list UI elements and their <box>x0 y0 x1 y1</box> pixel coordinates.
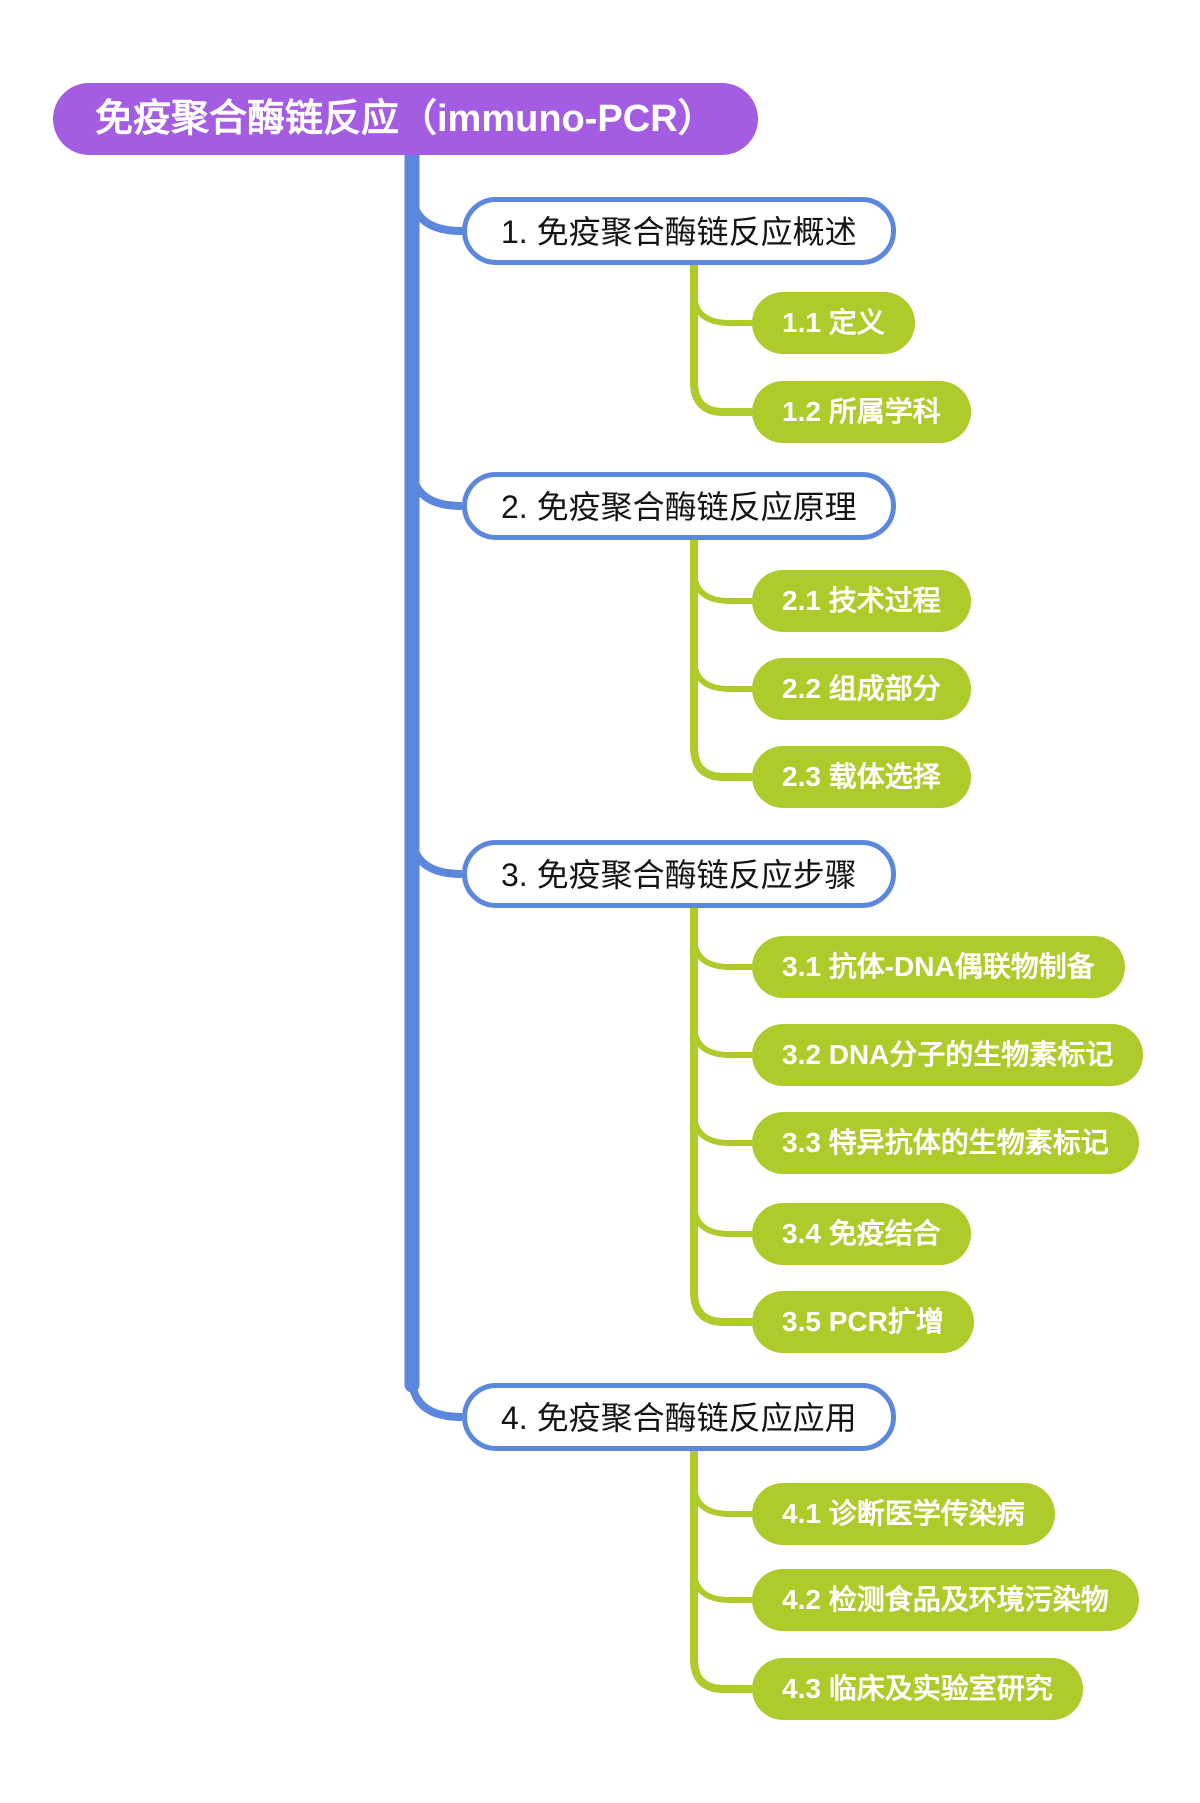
leaf-node-2-2[interactable]: 2.2 组成部分 <box>752 658 971 720</box>
leaf-3-2-label: 3.2 DNA分子的生物素标记 <box>782 1039 1114 1070</box>
branch-2-label: 2. 免疫聚合酶链反应原理 <box>501 489 857 525</box>
leaf-1-2-label: 1.2 所属学科 <box>782 396 941 427</box>
leaf-3-1-label: 3.1 抗体-DNA偶联物制备 <box>782 951 1095 982</box>
leaf-node-3-5[interactable]: 3.5 PCR扩增 <box>752 1291 974 1353</box>
green-trunk-group-4 <box>690 1449 752 1693</box>
leaf-2-1-connector <box>691 570 752 604</box>
branch-node-3[interactable]: 3. 免疫聚合酶链反应步骤 <box>462 840 896 908</box>
leaf-4-2-label: 4.2 检测食品及环境污染物 <box>782 1584 1109 1615</box>
leaf-3-3-connector <box>691 1112 752 1146</box>
branch-1-connector <box>408 190 463 235</box>
branch-node-1[interactable]: 1. 免疫聚合酶链反应概述 <box>462 197 896 265</box>
leaf-node-1-1[interactable]: 1.1 定义 <box>752 292 915 354</box>
leaf-node-3-4[interactable]: 3.4 免疫结合 <box>752 1203 971 1265</box>
leaf-3-2-connector <box>691 1024 752 1058</box>
branch-2-connector <box>408 465 463 510</box>
branch-node-2[interactable]: 2. 免疫聚合酶链反应原理 <box>462 472 896 540</box>
green-trunk-group-1 <box>690 263 752 416</box>
leaf-node-1-2[interactable]: 1.2 所属学科 <box>752 381 971 443</box>
leaf-2-1-label: 2.1 技术过程 <box>782 585 941 616</box>
branch-4-connector <box>408 1376 463 1421</box>
green-trunk-group-2 <box>690 538 752 781</box>
leaf-node-2-3[interactable]: 2.3 载体选择 <box>752 746 971 808</box>
leaf-node-4-2[interactable]: 4.2 检测食品及环境污染物 <box>752 1569 1139 1631</box>
leaf-1-1-connector <box>691 292 752 326</box>
leaf-4-3-label: 4.3 临床及实验室研究 <box>782 1673 1053 1704</box>
leaf-node-2-1[interactable]: 2.1 技术过程 <box>752 570 971 632</box>
green-trunk-group-3 <box>690 906 752 1326</box>
leaf-2-2-connector <box>691 658 752 692</box>
branch-3-connector <box>408 833 463 878</box>
leaf-node-4-1[interactable]: 4.1 诊断医学传染病 <box>752 1483 1055 1545</box>
branch-1-label: 1. 免疫聚合酶链反应概述 <box>501 214 857 250</box>
leaf-1-1-label: 1.1 定义 <box>782 307 885 338</box>
root-label: 免疫聚合酶链反应（immuno-PCR） <box>95 98 716 140</box>
leaf-3-3-label: 3.3 特异抗体的生物素标记 <box>782 1127 1109 1158</box>
leaf-node-3-1[interactable]: 3.1 抗体-DNA偶联物制备 <box>752 936 1125 998</box>
leaf-3-1-connector <box>691 936 752 970</box>
leaf-2-2-label: 2.2 组成部分 <box>782 673 941 704</box>
root-node[interactable]: 免疫聚合酶链反应（immuno-PCR） <box>53 83 758 155</box>
leaf-3-5-label: 3.5 PCR扩增 <box>782 1306 944 1337</box>
leaf-2-3-label: 2.3 载体选择 <box>782 761 941 792</box>
leaf-node-4-3[interactable]: 4.3 临床及实验室研究 <box>752 1658 1083 1720</box>
leaf-4-2-connector <box>691 1569 752 1603</box>
leaf-4-1-connector <box>691 1483 752 1517</box>
branch-node-4[interactable]: 4. 免疫聚合酶链反应应用 <box>462 1383 896 1451</box>
leaf-4-1-label: 4.1 诊断医学传染病 <box>782 1498 1025 1529</box>
leaf-node-3-3[interactable]: 3.3 特异抗体的生物素标记 <box>752 1112 1139 1174</box>
leaf-node-3-2[interactable]: 3.2 DNA分子的生物素标记 <box>752 1024 1144 1086</box>
leaf-3-4-label: 3.4 免疫结合 <box>782 1218 941 1249</box>
leaf-3-4-connector <box>691 1203 752 1237</box>
branch-4-label: 4. 免疫聚合酶链反应应用 <box>501 1400 857 1436</box>
branch-3-label: 3. 免疫聚合酶链反应步骤 <box>501 857 857 893</box>
